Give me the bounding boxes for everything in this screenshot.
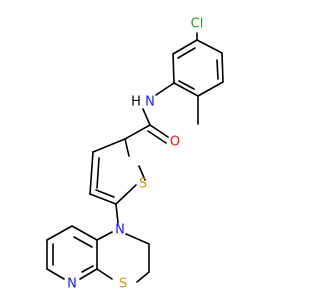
- molecule-drawing: Cl N H O S N N S: [46, 17, 224, 292]
- bond: [221, 52, 224, 83]
- bond: [115, 184, 137, 205]
- bond: [147, 130, 167, 144]
- thiophene-sulfur-label: S: [139, 177, 147, 192]
- bond: [46, 225, 73, 241]
- carbonyl-oxygen-label: O: [170, 135, 180, 150]
- bond: [177, 47, 196, 59]
- atom-label-layer: Cl N H O S N N S: [67, 17, 203, 292]
- bond: [96, 231, 113, 241]
- bond-layer: [46, 32, 224, 283]
- bond: [115, 203, 119, 224]
- bond: [95, 189, 115, 198]
- bond: [136, 271, 150, 283]
- bond: [155, 82, 175, 96]
- bond: [81, 265, 94, 273]
- ring-nitrogen-label: N: [115, 223, 125, 238]
- bond: [172, 53, 175, 84]
- thiazine-sulfur-label: S: [119, 277, 127, 292]
- chlorine-label: Cl: [191, 17, 204, 32]
- bond: [216, 59, 219, 80]
- bond: [142, 108, 151, 126]
- bond: [89, 151, 94, 195]
- pyridine-nitrogen-label: N: [67, 277, 77, 292]
- bond: [92, 138, 126, 153]
- bond: [73, 236, 93, 248]
- amide-hydrogen-label: H: [131, 95, 141, 110]
- bond: [124, 124, 151, 140]
- bond: [89, 193, 117, 205]
- bond: [197, 81, 224, 97]
- structure-diagram: Cl N H O S N N S: [46, 17, 224, 292]
- bond: [138, 165, 146, 181]
- bond: [124, 138, 130, 157]
- bond: [172, 39, 198, 55]
- bond: [149, 124, 169, 138]
- amide-nitrogen-label: N: [145, 95, 155, 110]
- bond: [71, 225, 98, 241]
- bond: [96, 268, 113, 280]
- bond: [46, 268, 65, 280]
- bond: [79, 268, 98, 280]
- bond: [178, 80, 195, 90]
- bond: [196, 39, 223, 54]
- bond: [125, 233, 150, 245]
- bond: [96, 157, 100, 189]
- bond: [173, 82, 199, 97]
